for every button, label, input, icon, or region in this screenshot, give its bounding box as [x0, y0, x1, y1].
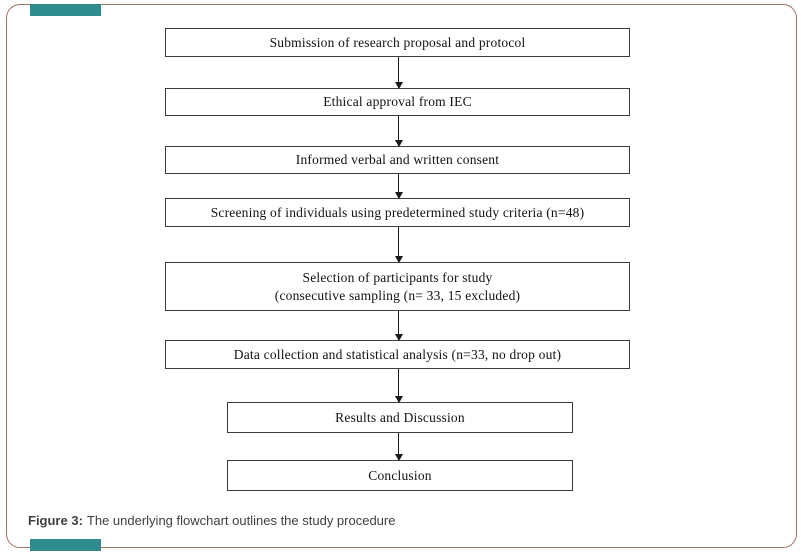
teal-accent-bar-top [30, 4, 101, 16]
down-arrow-icon-6 [394, 369, 403, 403]
figure-caption: Figure 3:The underlying flowchart outlin… [28, 512, 778, 529]
flow-node-consent: Informed verbal and written consent [165, 146, 630, 174]
figure-caption-label: Figure 3: [28, 513, 83, 528]
down-arrow-icon-1 [394, 57, 403, 89]
flow-node-data-collection: Data collection and statistical analysis… [165, 340, 630, 369]
flow-node-screening-text: Screening of individuals using predeterm… [210, 204, 585, 220]
flow-node-selection: Selection of participants for study (con… [165, 262, 630, 311]
flow-node-ethical-approval: Ethical approval from IEC [165, 88, 630, 116]
down-arrow-icon-2 [394, 116, 403, 147]
flow-node-screening: Screening of individuals using predeterm… [165, 198, 630, 227]
flow-node-submission: Submission of research proposal and prot… [165, 28, 630, 57]
flow-node-consent-text: Informed verbal and written consent [295, 152, 500, 167]
down-arrow-icon-5 [394, 311, 403, 341]
flow-node-results: Results and Discussion [227, 402, 573, 433]
flow-node-ethical-approval-text: Ethical approval from IEC [323, 94, 472, 109]
flow-node-conclusion: Conclusion [227, 460, 573, 491]
flow-node-conclusion-text: Conclusion [368, 467, 432, 483]
down-arrow-icon-4 [394, 227, 403, 263]
flow-node-results-text: Results and Discussion [335, 409, 465, 425]
down-arrow-icon-7 [394, 433, 403, 461]
figure-frame [6, 4, 797, 548]
figure-caption-text: The underlying flowchart outlines the st… [86, 513, 396, 528]
flow-node-submission-text: Submission of research proposal and prot… [269, 34, 526, 50]
down-arrow-icon-3 [394, 174, 403, 199]
teal-accent-bar-bottom [30, 539, 101, 551]
flow-node-data-collection-text: Data collection and statistical analysis… [233, 346, 562, 362]
flow-node-selection-text-line1: Selection of participants for study [302, 269, 493, 285]
flow-node-selection-text-line2: (consecutive sampling (n= 33, 15 exclude… [274, 287, 521, 303]
